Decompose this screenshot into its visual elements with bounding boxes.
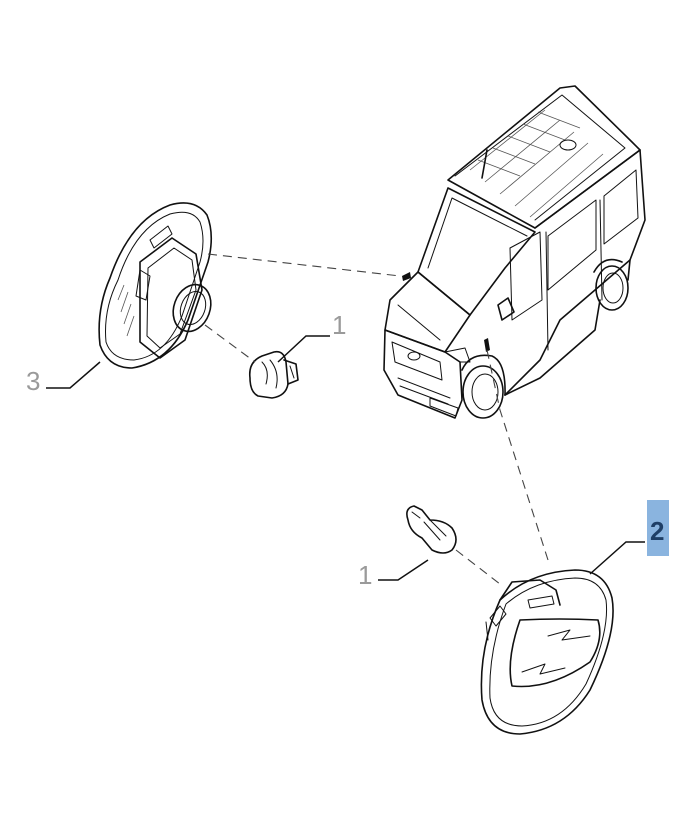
highlight-callout-box: [647, 500, 669, 556]
housing-part: [98, 202, 213, 369]
callout-1-lower-label: 1: [358, 560, 372, 590]
bulb-upper: [248, 350, 299, 399]
assembly-guide-lines: [204, 253, 549, 585]
bulb-lower: [406, 505, 457, 554]
van-illustration: [383, 85, 646, 419]
callout-leaders: [46, 335, 645, 581]
side-repeater-part: [480, 569, 614, 735]
callout-3-label: 3: [26, 366, 40, 396]
callout-2-label: 2: [650, 516, 664, 546]
callout-1-upper-label: 1: [332, 310, 346, 340]
